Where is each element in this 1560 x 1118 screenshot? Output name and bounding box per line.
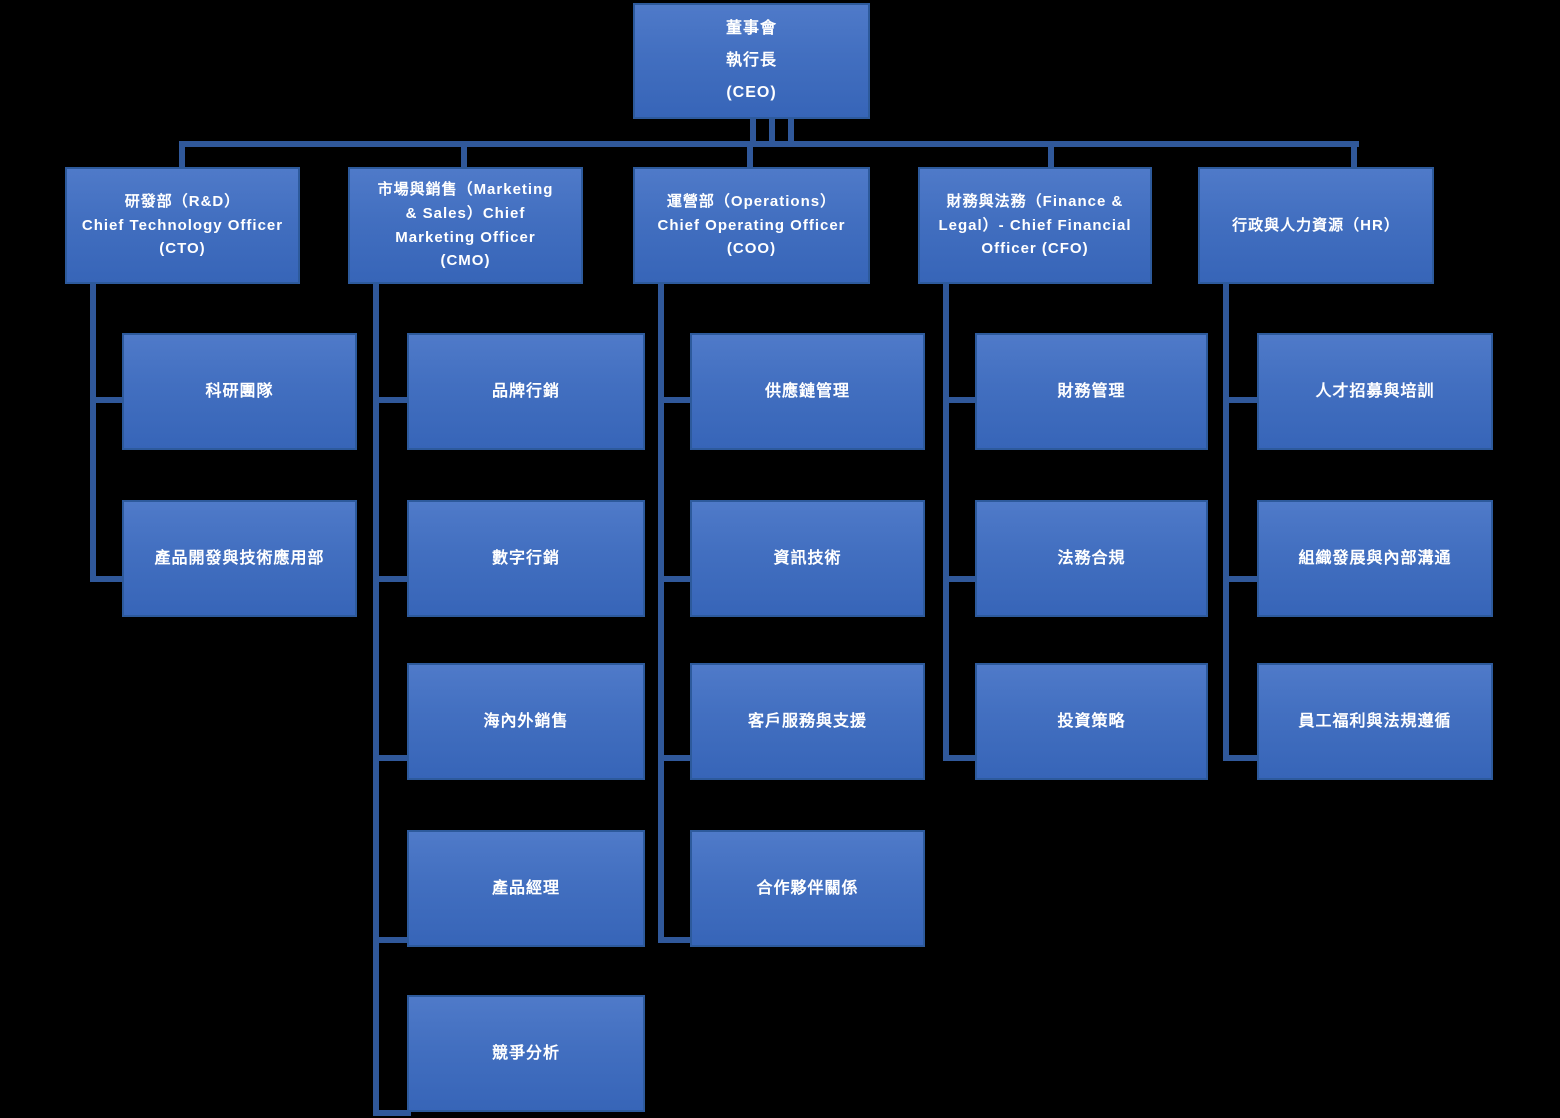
sub-box-customer-service-support: 客戶服務與支援 — [690, 663, 925, 780]
connector-stub — [90, 576, 126, 582]
connector-stub — [943, 755, 979, 761]
connector-stub — [373, 755, 411, 761]
sub-box-talent-recruitment-training: 人才招募與培訓 — [1257, 333, 1493, 450]
connector-stub — [373, 937, 411, 943]
sub-box-domestic-overseas-sales: 海內外銷售 — [407, 663, 645, 780]
connector-col-rnd — [90, 284, 96, 582]
sub-box-org-development-communication: 組織發展與內部溝通 — [1257, 500, 1493, 617]
sub-box-financial-management: 財務管理 — [975, 333, 1208, 450]
connector-dept-stub-rnd — [179, 145, 185, 169]
sub-box-digital-marketing: 數字行銷 — [407, 500, 645, 617]
connector-dept-stub-marketing — [461, 145, 467, 169]
connector-col-marketing — [373, 284, 379, 1116]
dept-box-hr: 行政與人力資源（HR） — [1198, 167, 1434, 284]
ceo-box: 董事會 執行長 (CEO) — [633, 3, 870, 119]
connector-level1-rail — [179, 141, 1359, 147]
connector-ceo-stub-1 — [750, 119, 756, 145]
connector-stub — [1223, 397, 1261, 403]
dept-box-operations: 運營部（Operations） Chief Operating Officer … — [633, 167, 870, 284]
dept-box-rnd: 研發部（R&D） Chief Technology Officer (CTO) — [65, 167, 300, 284]
sub-box-information-technology: 資訊技術 — [690, 500, 925, 617]
connector-col-hr — [1223, 284, 1229, 761]
connector-stub — [1223, 576, 1261, 582]
connector-stub — [658, 397, 694, 403]
sub-box-investment-strategy: 投資策略 — [975, 663, 1208, 780]
connector-col-operations — [658, 284, 664, 943]
connector-dept-stub-hr — [1351, 145, 1357, 169]
connector-stub — [658, 576, 694, 582]
connector-stub — [1223, 755, 1261, 761]
sub-box-brand-marketing: 品牌行銷 — [407, 333, 645, 450]
connector-stub — [943, 576, 979, 582]
connector-stub — [373, 1110, 411, 1116]
connector-col-finance — [943, 284, 949, 761]
connector-stub — [373, 397, 411, 403]
sub-box-employee-welfare-compliance: 員工福利與法規遵循 — [1257, 663, 1493, 780]
connector-stub — [943, 397, 979, 403]
sub-box-supply-chain: 供應鏈管理 — [690, 333, 925, 450]
connector-stub — [373, 576, 411, 582]
sub-box-legal-compliance: 法務合規 — [975, 500, 1208, 617]
sub-box-product-manager: 產品經理 — [407, 830, 645, 947]
dept-box-finance-legal: 財務與法務（Finance & Legal）- Chief Financial … — [918, 167, 1152, 284]
dept-box-marketing: 市場與銷售（Marketing & Sales）Chief Marketing … — [348, 167, 583, 284]
connector-ceo-stub-2 — [769, 119, 775, 145]
connector-stub — [658, 937, 694, 943]
connector-dept-stub-finance — [1048, 145, 1054, 169]
sub-box-competitive-analysis: 競爭分析 — [407, 995, 645, 1112]
connector-stub — [90, 397, 126, 403]
connector-dept-stub-operations — [747, 145, 753, 169]
connector-ceo-stub-3 — [788, 119, 794, 145]
connector-stub — [658, 755, 694, 761]
sub-box-research-team: 科研團隊 — [122, 333, 357, 450]
sub-box-partner-relations: 合作夥伴關係 — [690, 830, 925, 947]
sub-box-product-dev-tech-application: 產品開發與技術應用部 — [122, 500, 357, 617]
